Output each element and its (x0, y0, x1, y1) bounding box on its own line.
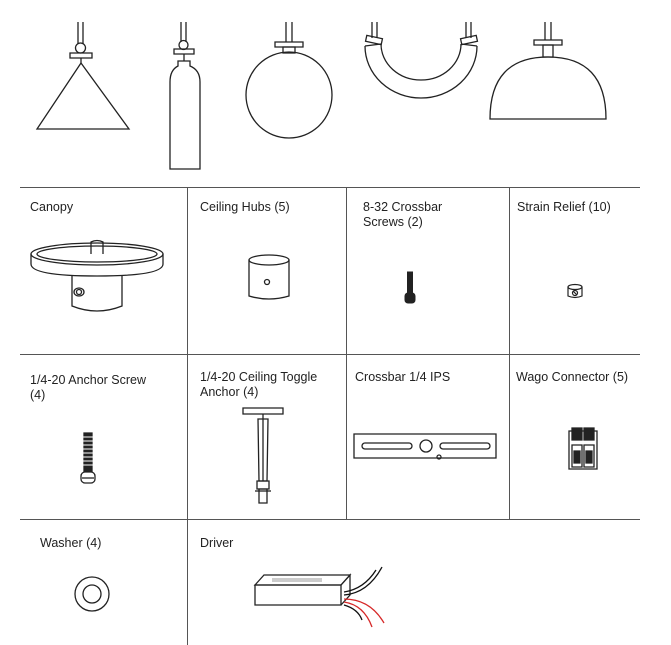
dome-shade-pendant-illustration (484, 18, 619, 128)
anchor-screw-label: 1/4-20 Anchor Screw (4) (30, 373, 147, 402)
ceiling-hub-illustration (247, 254, 293, 304)
grid-rule-middle (20, 354, 640, 355)
washer-label: Washer (4) (40, 536, 102, 550)
strain-relief-illustration (566, 283, 584, 301)
toggle-anchor-illustration (240, 405, 290, 510)
grid-rule-lower (20, 519, 640, 520)
driver-illustration (252, 565, 392, 630)
cylinder-shade-pendant-illustration (160, 18, 210, 173)
arc-tube-pendant-illustration (358, 18, 488, 103)
canopy-illustration (28, 240, 166, 320)
cone-shade-pendant-illustration (20, 18, 140, 133)
driver-label: Driver (200, 536, 234, 550)
crossbar-label: Crossbar 1/4 IPS (355, 370, 451, 384)
grid-rule-col3 (509, 187, 510, 519)
wago-connector-label: Wago Connector (5) (516, 370, 629, 384)
strain-relief-label: Strain Relief (10) (517, 200, 611, 214)
crossbar-screws-label: 8-32 Crossbar Screws (2) (363, 200, 443, 229)
ceiling-hubs-label: Ceiling Hubs (5) (200, 200, 290, 214)
toggle-anchor-label: 1/4-20 Ceiling Toggle Anchor (4) (200, 370, 318, 399)
crossbar-illustration (350, 428, 502, 466)
grid-rule-col1 (187, 187, 188, 645)
globe-shade-pendant-illustration (240, 18, 340, 153)
anchor-screw-illustration (78, 430, 98, 488)
wago-connector-illustration (566, 425, 602, 473)
canopy-label: Canopy (30, 200, 74, 214)
grid-rule-top (20, 187, 640, 188)
grid-rule-col2 (346, 187, 347, 519)
washer-illustration (72, 574, 112, 614)
crossbar-screw-illustration (403, 270, 417, 306)
